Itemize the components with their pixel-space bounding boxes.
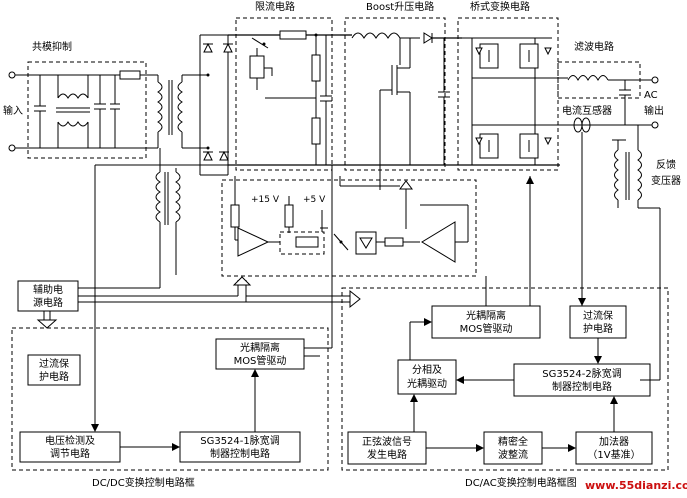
ac-output-label-1: AC (644, 90, 658, 101)
opto-mos-left-label-2: MOS管驱动 (234, 354, 287, 367)
sg3524-1-label-1: SG3524-1脉宽调 (200, 434, 280, 447)
opto-comparator-frame (221, 179, 477, 277)
phase-split-box (397, 359, 457, 395)
common-mode-label: 共模抑制 (32, 40, 72, 53)
ac-output-label-2: 输出 (644, 104, 664, 117)
current-transformer (573, 117, 591, 310)
common-mode-frame (27, 61, 147, 159)
adder-label-2: （1V基准） (587, 448, 640, 461)
input-label: 输入 (3, 104, 23, 117)
sine-gen-label-1: 正弦波信号 (362, 435, 412, 448)
dcdc-frame-label: DC/DC变换控制电路框 (92, 476, 195, 489)
boost-label: Boost升压电路 (366, 0, 434, 13)
feedback-label-1: 反馈 (656, 158, 676, 171)
dcac-connections (409, 176, 661, 452)
opto-feedback-arrow (399, 180, 413, 190)
voltage-detect-label-2: 调节电路 (50, 447, 90, 460)
v5-label: +5 V (303, 195, 326, 205)
ct-label: 电流互感器 (562, 104, 612, 117)
sg3524-1-label-2: 制器控制电路 (210, 447, 270, 460)
dcac-control-frame (341, 287, 669, 471)
opto-mos-right-label-2: MOS管驱动 (460, 322, 513, 335)
filter-circuit (560, 75, 659, 129)
aux-power-arrows (36, 276, 361, 329)
feedback-transformer (612, 125, 642, 208)
oc-protect-right-box (569, 305, 627, 339)
precision-rectifier-label-1: 精密全 (498, 435, 528, 448)
oc-protect-right-label-1: 过流保 (583, 309, 613, 322)
feedback-label-2: 变压器 (651, 174, 681, 187)
adder-label-1: 加法器 (599, 435, 629, 448)
phase-split-label-2: 光耦驱动 (407, 377, 447, 390)
precision-rectifier-box (483, 431, 543, 465)
dcac-frame-label: DC/AC变换控制电路框图 (465, 476, 577, 489)
v15-label: +15 V (251, 195, 280, 205)
aux-power-label-2: 源电路 (33, 296, 63, 309)
input-transformer (145, 74, 200, 149)
voltage-detect-box (19, 431, 121, 463)
bridge-frame (457, 17, 559, 171)
sg3524-2-label-2: 制器控制电路 (552, 380, 612, 393)
adder-box (575, 431, 653, 465)
voltage-detect-label-1: 电压检测及 (45, 434, 95, 447)
opto-mos-right-label-1: 光耦隔离 (466, 309, 506, 322)
current-limit-circuit (249, 30, 332, 165)
boost-frame (344, 17, 446, 171)
dcdc-control-frame (11, 327, 329, 471)
sg3524-2-box (513, 363, 651, 397)
rectifier-bridge (199, 34, 233, 176)
phase-split-label-1: 分相及 (412, 363, 442, 376)
current-limit-label: 限流电路 (255, 0, 295, 13)
bridge-circuit (462, 37, 560, 165)
sine-gen-label-2: 发生电路 (367, 448, 407, 461)
oc-protect-left-label-2: 护电路 (39, 370, 69, 383)
watermark: www.55dianzi.com (585, 479, 687, 492)
bridge-label: 桥式变换电路 (470, 0, 530, 13)
sg3524-2-label-1: SG3524-2脉宽调 (542, 367, 622, 380)
opto-mos-left-box (215, 338, 305, 370)
dcdc-connections (91, 164, 333, 451)
common-mode-choke (30, 70, 145, 149)
precision-rectifier-label-2: 波整流 (498, 448, 528, 461)
aux-transformer (155, 148, 181, 275)
oc-protect-right-label-2: 护电路 (583, 322, 613, 335)
opto-mos-left-label-1: 光耦隔离 (240, 341, 280, 354)
aux-power-box (17, 280, 79, 312)
opto-comparator-circuit (230, 176, 469, 263)
aux-power-label-1: 辅助电 (33, 283, 63, 296)
oc-protect-left-box (27, 354, 81, 386)
boost-circuit (340, 32, 462, 190)
sine-gen-box (347, 431, 427, 465)
filter-label: 滤波电路 (574, 40, 614, 53)
current-limit-frame (235, 17, 333, 171)
oc-protect-left-label-1: 过流保 (39, 357, 69, 370)
